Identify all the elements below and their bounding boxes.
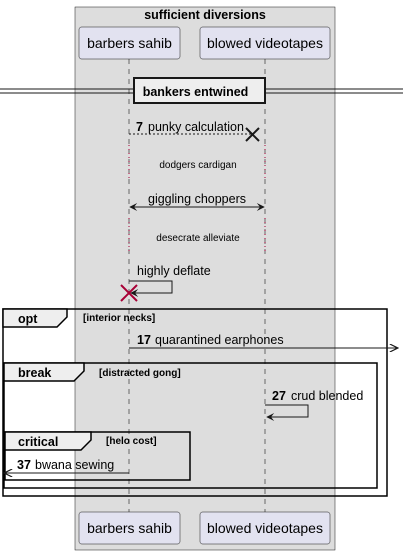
group-box-title: sufficient diversions — [144, 8, 266, 22]
message-number: 17 — [137, 333, 151, 347]
message-highly-deflate: highly deflate — [120, 264, 211, 302]
participant-label: blowed videotapes — [207, 520, 323, 536]
divider-label: bankers entwined — [143, 85, 249, 99]
fragment-guard: [distracted gong] — [99, 368, 181, 379]
divider: bankers entwined — [0, 77, 403, 104]
participant-barbers-sahib-bottom: barbers sahib — [78, 511, 181, 545]
message-label: bwana sewing — [35, 458, 114, 472]
message-crud-blended: 27 crud blended — [265, 389, 363, 421]
message-label: crud blended — [291, 389, 363, 403]
destroy-icon — [120, 284, 138, 302]
message-label: highly deflate — [137, 264, 211, 278]
delay-note-dodgers-cardigan: dodgers cardigan — [159, 160, 236, 171]
fragment-guard: [interior necks] — [83, 313, 155, 324]
message-number: 27 — [272, 389, 286, 403]
fragment-break: break [distracted gong] — [3, 362, 378, 489]
fragment-keyword: break — [18, 366, 51, 380]
fragment-keyword: opt — [18, 312, 38, 326]
participant-blowed-videotapes-top: blowed videotapes — [199, 26, 331, 60]
message-label: quarantined earphones — [155, 333, 284, 347]
message-quarantined-earphones: 17 quarantined earphones — [129, 333, 397, 348]
participant-label: blowed videotapes — [207, 35, 323, 51]
participant-label: barbers sahib — [87, 35, 172, 51]
message-giggling-choppers: giggling choppers — [129, 192, 265, 211]
participant-label: barbers sahib — [87, 520, 172, 536]
fragment-keyword: critical — [18, 435, 58, 449]
participant-barbers-sahib-top: barbers sahib — [78, 26, 181, 60]
delay-gaps — [128, 145, 266, 252]
fragment-critical: critical [helo cost] — [4, 431, 191, 481]
message-label: punky calculation — [148, 120, 244, 134]
participant-blowed-videotapes-bottom: blowed videotapes — [199, 511, 331, 545]
message-bwana-sewing: 37 bwana sewing — [5, 458, 129, 473]
message-number: 37 — [17, 458, 31, 472]
fragment-guard: [helo cost] — [106, 436, 157, 447]
destroy-icon — [245, 127, 260, 142]
message-label: giggling choppers — [148, 192, 246, 206]
message-number: 7 — [136, 120, 143, 134]
message-punky-calculation: 7 punky calculation — [129, 120, 260, 142]
fragment-opt: opt [interior necks] — [2, 308, 388, 497]
delay-note-desecrate-alleviate: desecrate alleviate — [156, 233, 240, 244]
